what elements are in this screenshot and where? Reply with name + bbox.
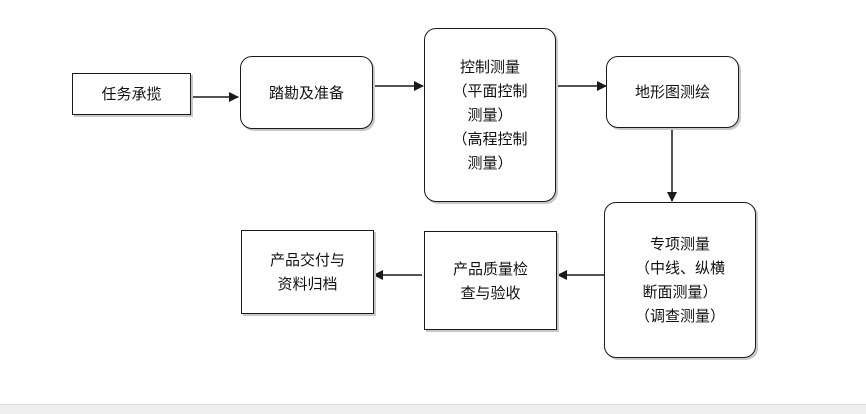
node-control-line-2: （平面控制 <box>452 82 528 100</box>
node-control-line-5: 测量） <box>467 154 513 172</box>
node-qc: 产品质量检 查与验收 <box>424 231 557 330</box>
node-delivery: 产品交付与 资料归档 <box>241 230 374 314</box>
node-task-line: 任务承揽 <box>101 85 162 103</box>
node-special: 专项测量 （中线、纵横 断面测量） （调查测量） <box>604 202 756 358</box>
node-special-line-1: 专项测量 <box>649 235 710 253</box>
node-topo-line: 地形图测绘 <box>634 83 710 101</box>
node-delivery-line-2: 资料归档 <box>277 275 338 293</box>
node-delivery-line-1: 产品交付与 <box>269 251 345 269</box>
node-special-line-2: （中线、纵横 <box>634 259 725 277</box>
node-special-line-3: 断面测量） <box>642 283 718 301</box>
node-topo: 地形图测绘 <box>606 56 739 128</box>
node-control-line-1: 控制测量 <box>459 58 520 76</box>
node-survey-line: 踏勘及准备 <box>268 83 344 102</box>
bottom-band <box>0 404 866 414</box>
node-survey: 踏勘及准备 <box>240 56 373 129</box>
node-task: 任务承揽 <box>72 73 191 115</box>
node-special-line-4: （调查测量） <box>634 307 725 325</box>
node-control-line-3: 测量） <box>467 106 513 124</box>
node-qc-line-2: 查与验收 <box>460 283 521 302</box>
node-control: 控制测量 （平面控制 测量） （高程控制 测量） <box>424 28 556 202</box>
node-control-line-4: （高程控制 <box>452 130 528 148</box>
node-qc-line-1: 产品质量检 <box>452 259 528 278</box>
